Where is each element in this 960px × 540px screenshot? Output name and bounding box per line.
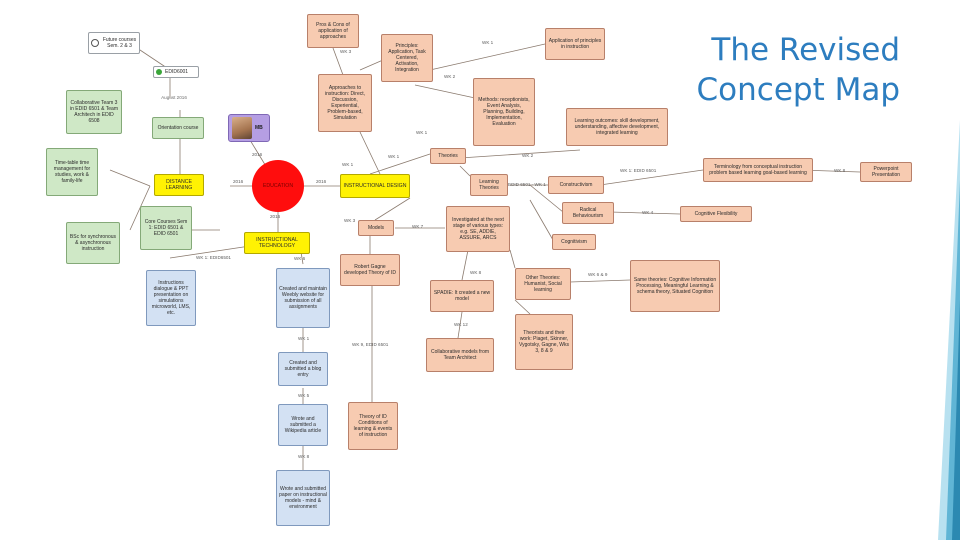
principles-node[interactable]: Principles: Application, Task Centered, … <box>381 34 433 82</box>
created-blog-node[interactable]: Created and submitted a blog entry <box>278 352 328 386</box>
future-courses-node[interactable]: Future courses Sem. 2 & 3 <box>88 32 140 54</box>
cognitive-flexibility-node[interactable]: Cognitive Flexibility <box>680 206 752 222</box>
edge-label: WK 1 <box>298 336 310 341</box>
same-theories-node[interactable]: Same theories: Cognitive Information Pro… <box>630 260 720 312</box>
terminology-node[interactable]: Terminology from conceptual instruction … <box>703 158 813 182</box>
methods-node[interactable]: Methods: receptionists, Event Analysis, … <box>473 78 535 146</box>
edge-label: WK 6 <box>294 256 306 261</box>
profile-photo-node[interactable]: MB <box>228 114 270 142</box>
edge-label: WK 1: EDID 6501 <box>620 168 657 173</box>
circle-icon <box>91 39 99 47</box>
investigated-node[interactable]: Investigated at the next stage of variou… <box>446 206 510 252</box>
edge-label: WK 9, EDID 6501 <box>352 342 389 347</box>
orientation-course-node[interactable]: Orientation course <box>152 117 204 139</box>
slide-title: The Revised Concept Map <box>680 30 900 111</box>
radical-behaviourism-node[interactable]: Radical Behaviourism <box>562 202 614 224</box>
edge-label: WK 4 <box>642 210 654 215</box>
created-weebly-node[interactable]: Created and maintain Weebly website for … <box>276 268 330 328</box>
edge-label: WK 1: EDID6501 <box>196 255 231 260</box>
time-management-node[interactable]: Time-table time management for studies, … <box>46 148 98 196</box>
edge-label: WK 12 <box>454 322 468 327</box>
decorative-stripes <box>938 0 960 540</box>
profile-photo-label: MB <box>255 125 263 131</box>
edge-label: WK 1 <box>388 154 400 159</box>
edge-label: 2016 <box>233 179 244 184</box>
slide-title-line-2: Concept Map <box>696 72 900 109</box>
edge-label: WK 2 <box>444 74 456 79</box>
constructivism-node[interactable]: Constructivism <box>548 176 604 194</box>
pros-cons-node[interactable]: Pros & Cons of application of approaches <box>307 14 359 48</box>
cognitivism-node[interactable]: Cognitivism <box>552 234 596 250</box>
instructional-design-node[interactable]: INSTRUCTIONAL DESIGN <box>340 174 410 198</box>
edge-label: WK 2 <box>522 153 534 158</box>
powerpoint-node[interactable]: Powerpoint Presentation <box>860 162 912 182</box>
edge-label: WK 3 <box>340 49 352 54</box>
edge-label: WK 1 <box>416 130 428 135</box>
core-courses-node[interactable]: Core Courses Sem 1: EDID 6501 & EDID 650… <box>140 206 192 250</box>
central-red-node-label: EDUCATION <box>262 183 294 189</box>
edge-label: WK 8 <box>470 270 482 275</box>
wrote-paper-node[interactable]: Wrote and submitted paper on instruction… <box>276 470 330 526</box>
edge-label: 2016 <box>252 152 263 157</box>
central-red-node[interactable]: EDUCATION <box>252 160 304 212</box>
instructional-technology-node[interactable]: INSTRUCTIONAL TECHNOLOGY <box>244 232 310 254</box>
theories-node[interactable]: Theories <box>430 148 466 164</box>
collaborative-team-node[interactable]: Collaborative Team 3 in EDID 6501 & Team… <box>66 90 122 134</box>
other-theories-node[interactable]: Other Theories: Humanist, Social learnin… <box>515 268 571 300</box>
edid6001-label: EDID6001 <box>165 68 189 75</box>
profile-photo <box>232 117 252 139</box>
application-principles-node[interactable]: Application of principles in instruction <box>545 28 605 60</box>
approaches-node[interactable]: Approaches to instruction: Direct, Discu… <box>318 74 372 132</box>
edge-label: 2016 <box>316 179 327 184</box>
theory-conditions-node[interactable]: Theory of ID Conditions of learning & ev… <box>348 402 398 450</box>
learning-outcomes-node[interactable]: Learning outcomes: skill development, un… <box>566 108 668 146</box>
collab-models-node[interactable]: Collaborative models from Team Architect <box>426 338 494 372</box>
edge-label: WK 6 & 9 <box>588 272 608 277</box>
future-courses-label: Future courses Sem. 2 & 3 <box>102 36 137 49</box>
edid6001-node[interactable]: EDID6001 <box>153 66 199 78</box>
edge-label: WK 3 <box>344 218 356 223</box>
spadie-node[interactable]: SPADIE: It created a new model <box>430 280 494 312</box>
green-check-icon <box>156 69 162 75</box>
edge-label: WK 8 <box>298 454 310 459</box>
learning-theories-node[interactable]: Learning Theories <box>470 174 508 196</box>
edge-label: WK 8 <box>834 168 846 173</box>
wrote-wiki-node[interactable]: Wrote and submitted a Wikipedia article <box>278 404 328 446</box>
models-node[interactable]: Models <box>358 220 394 236</box>
edge-label: 2016 <box>270 214 281 219</box>
edge-label: WK 1 <box>482 40 494 45</box>
edge-label: WK 1 <box>342 162 354 167</box>
edge-label: WK 7 <box>412 224 424 229</box>
august-2016-label: August 2016 <box>161 95 187 101</box>
bsc-node[interactable]: BSc for synchronous & asynchronous instr… <box>66 222 120 264</box>
edge-label: WK 5 <box>298 393 310 398</box>
robert-gagne-node[interactable]: Robert Gagne developed Theory of ID <box>340 254 400 286</box>
distance-learning-node[interactable]: DISTANCE LEARNING <box>154 174 204 196</box>
instructions-dialogue-node[interactable]: Instructions dialogue & PPT presentation… <box>146 270 196 326</box>
slide-title-line-1: The Revised <box>711 32 900 68</box>
edge-label: EDID 6501 - WK 1 <box>508 182 546 187</box>
theorists-node[interactable]: Theorists and their work: Piaget, Skinne… <box>515 314 573 370</box>
